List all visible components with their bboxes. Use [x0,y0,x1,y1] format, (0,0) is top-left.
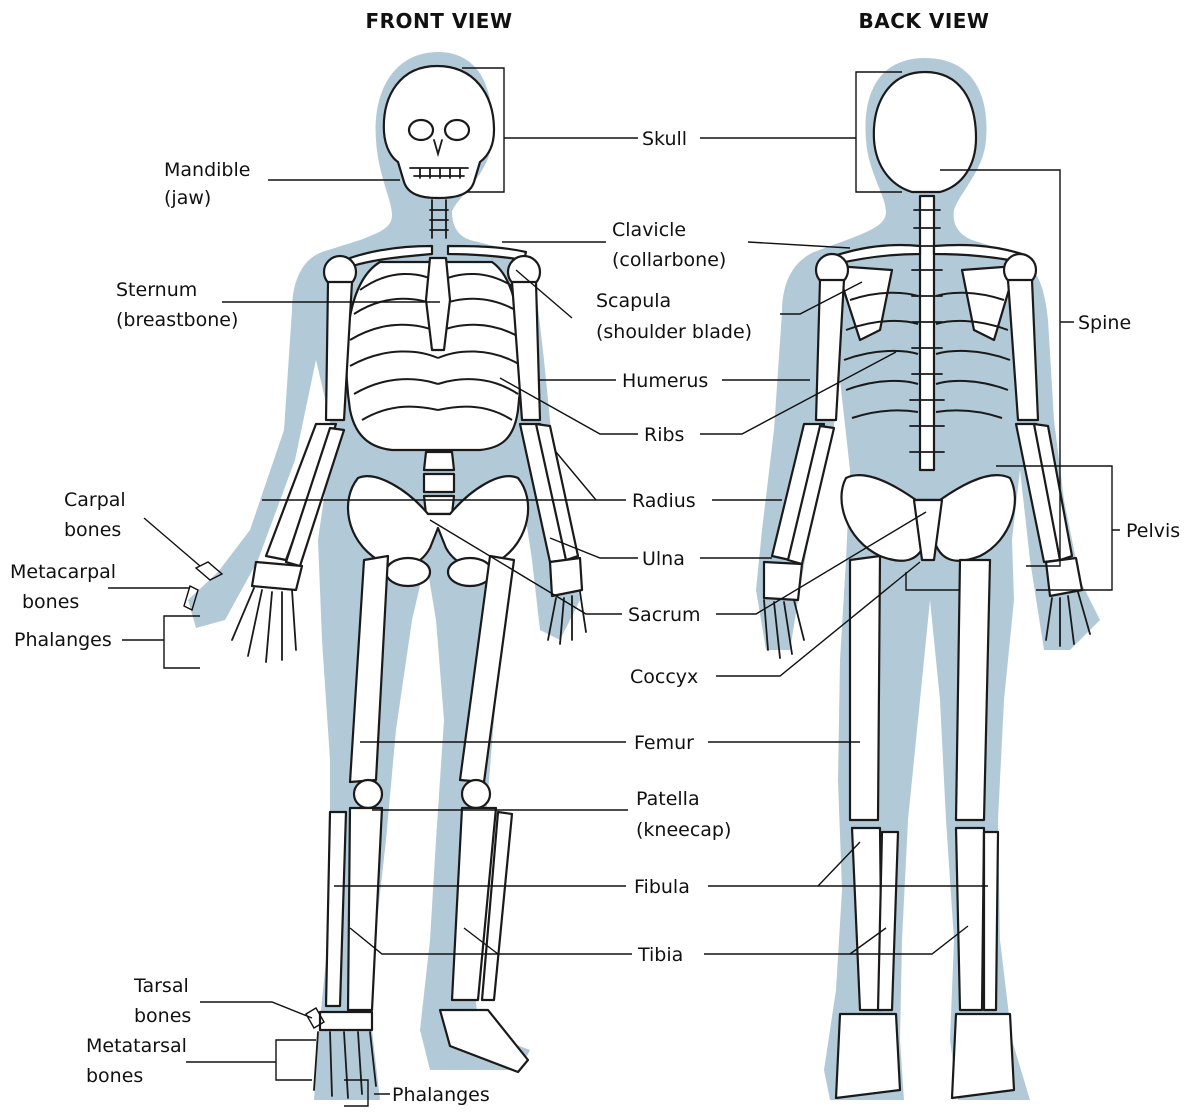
titles: FRONT VIEW BACK VIEW [365,9,989,33]
front-eye-socket-left [409,120,433,140]
front-view-title: FRONT VIEW [365,9,512,33]
label-metatarsal: Metatarsal [86,1035,187,1057]
label-spine: Spine [1078,312,1131,334]
label-mandible: Mandible [164,159,250,181]
label-clavicle-sub: (collarbone) [612,249,726,271]
label-metatarsal-sub: bones [86,1065,143,1087]
label-patella-sub: (kneecap) [636,819,731,841]
label-femur: Femur [634,732,694,754]
label-phalanges-hand: Phalanges [14,629,112,651]
label-ulna: Ulna [642,548,685,570]
label-carpal: Carpal [64,489,126,511]
label-scapula: Scapula [596,290,671,312]
label-tarsal: Tarsal [133,975,189,997]
label-humerus: Humerus [622,370,708,392]
label-tibia: Tibia [637,944,683,966]
label-metacarpal: Metacarpal [10,561,116,583]
label-phalanges-foot: Phalanges [392,1084,490,1106]
label-fibula: Fibula [634,876,690,898]
back-view-title: BACK VIEW [858,9,989,33]
label-sternum-sub: (breastbone) [116,309,238,331]
front-eye-socket-right [445,120,469,140]
label-patella: Patella [636,788,700,810]
label-skull: Skull [642,128,687,150]
label-carpal-sub: bones [64,519,121,541]
label-mandible-sub: (jaw) [164,187,211,209]
label-sacrum: Sacrum [628,604,701,626]
label-clavicle: Clavicle [612,219,686,241]
label-coccyx: Coccyx [630,666,698,688]
label-scapula-sub: (shoulder blade) [596,321,752,343]
label-radius: Radius [632,490,696,512]
label-pelvis: Pelvis [1126,520,1180,542]
label-sternum: Sternum [116,279,197,301]
back-skull-shape [874,72,976,192]
label-ribs: Ribs [644,424,684,446]
label-metacarpal-sub: bones [22,591,79,613]
label-tarsal-sub: bones [134,1005,191,1027]
